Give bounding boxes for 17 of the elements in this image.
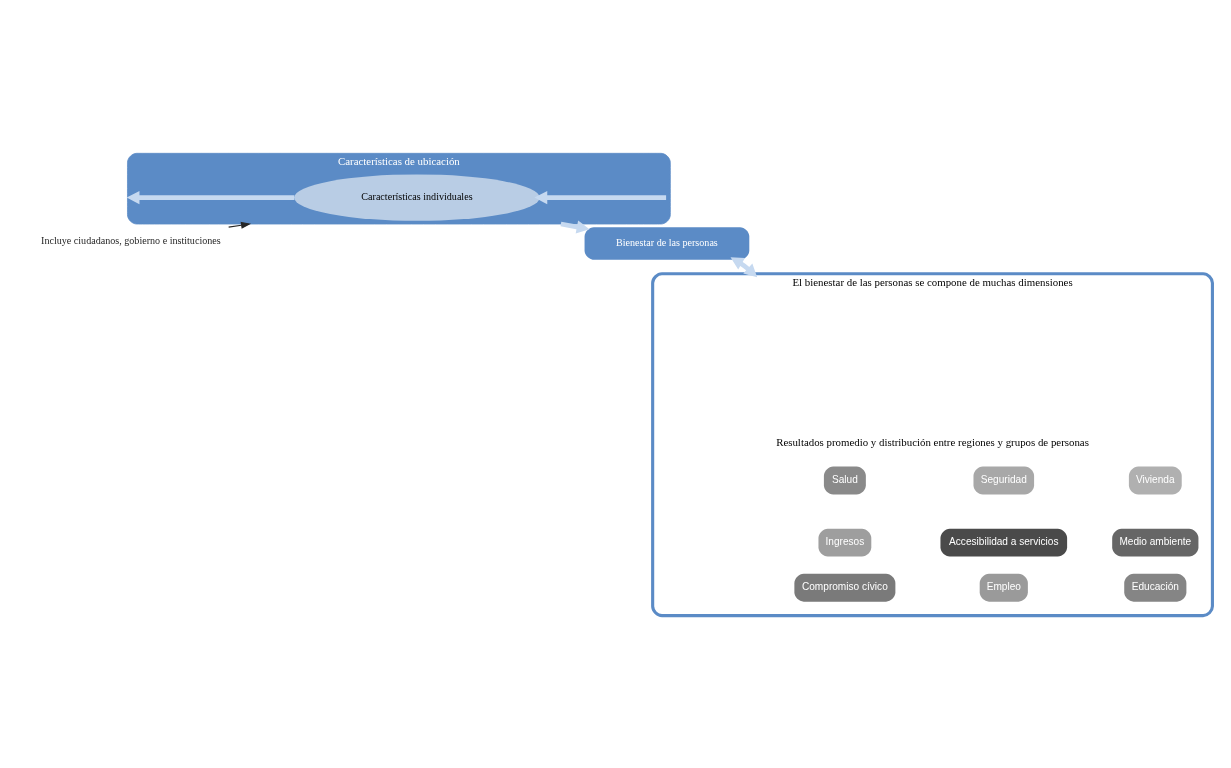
arrow (228, 221, 252, 229)
arrow (560, 219, 590, 234)
arrow (534, 190, 667, 204)
node-box: Salud (823, 466, 866, 494)
node-ellipse: Características individuales (294, 173, 540, 221)
arrow (126, 190, 295, 204)
node-text: Incluye ciudadanos, gobierno e instituciones (41, 234, 221, 246)
node-box: Compromiso cívico (794, 573, 896, 602)
node-box: Accesibilidad a servicios (940, 528, 1068, 557)
node-box: Seguridad (973, 466, 1035, 494)
arrow (730, 256, 758, 277)
node-box: Bienestar de las personas (584, 226, 750, 260)
node-box: Educación (1124, 573, 1187, 602)
node-box: Vivienda (1128, 466, 1182, 494)
node-box: Ingresos (818, 528, 872, 557)
node-box: Medio ambiente (1112, 528, 1199, 557)
node-box: Empleo (979, 573, 1028, 602)
